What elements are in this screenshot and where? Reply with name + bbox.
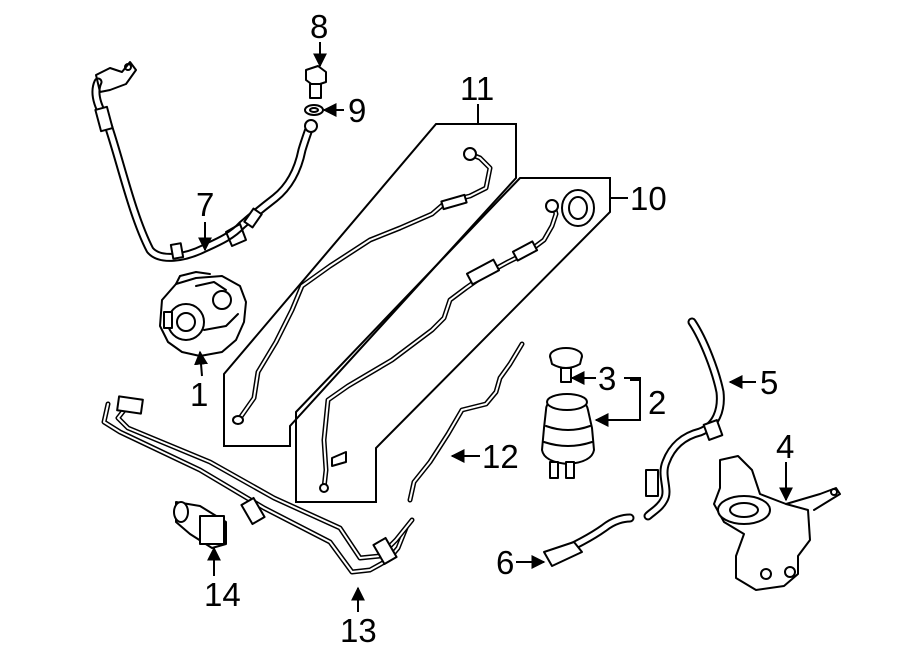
washer-part-9 bbox=[304, 104, 324, 116]
callout-4: 4 bbox=[776, 428, 794, 465]
callout-9: 9 bbox=[348, 92, 366, 129]
callout-8: 8 bbox=[310, 8, 328, 45]
bolt-part-8 bbox=[305, 65, 327, 99]
leader-lines bbox=[194, 42, 793, 612]
reservoir-bracket-part-4 bbox=[713, 455, 841, 591]
callout-7: 7 bbox=[196, 186, 214, 223]
callout-11: 11 bbox=[460, 70, 494, 107]
pressure-hose-part-7 bbox=[91, 61, 318, 262]
callout-12: 12 bbox=[482, 438, 519, 475]
reservoir-part-2 bbox=[541, 393, 595, 479]
callout-1: 1 bbox=[190, 376, 208, 413]
callout-3: 3 bbox=[598, 360, 616, 397]
power-steering-pump-part-1 bbox=[159, 271, 247, 357]
cooler-lines-part-13 bbox=[101, 395, 415, 575]
reservoir-cap-part-3 bbox=[549, 347, 583, 383]
callout-13: 13 bbox=[340, 612, 377, 649]
cooler-tube-part-12 bbox=[407, 341, 525, 503]
return-line-kit-part-11 bbox=[223, 123, 517, 447]
pressure-switch-part-14 bbox=[173, 501, 227, 549]
return-hose-part-5 bbox=[643, 317, 725, 521]
pressure-line-kit-part-10 bbox=[295, 177, 611, 503]
hose-part-6 bbox=[543, 513, 635, 567]
callout-5: 5 bbox=[760, 364, 778, 401]
callout-labels: 1 2 3 4 5 6 7 8 9 10 11 12 13 14 bbox=[190, 8, 794, 649]
callout-10: 10 bbox=[630, 180, 667, 217]
callout-14: 14 bbox=[204, 576, 241, 613]
callout-6: 6 bbox=[496, 544, 514, 581]
callout-2: 2 bbox=[648, 384, 666, 421]
